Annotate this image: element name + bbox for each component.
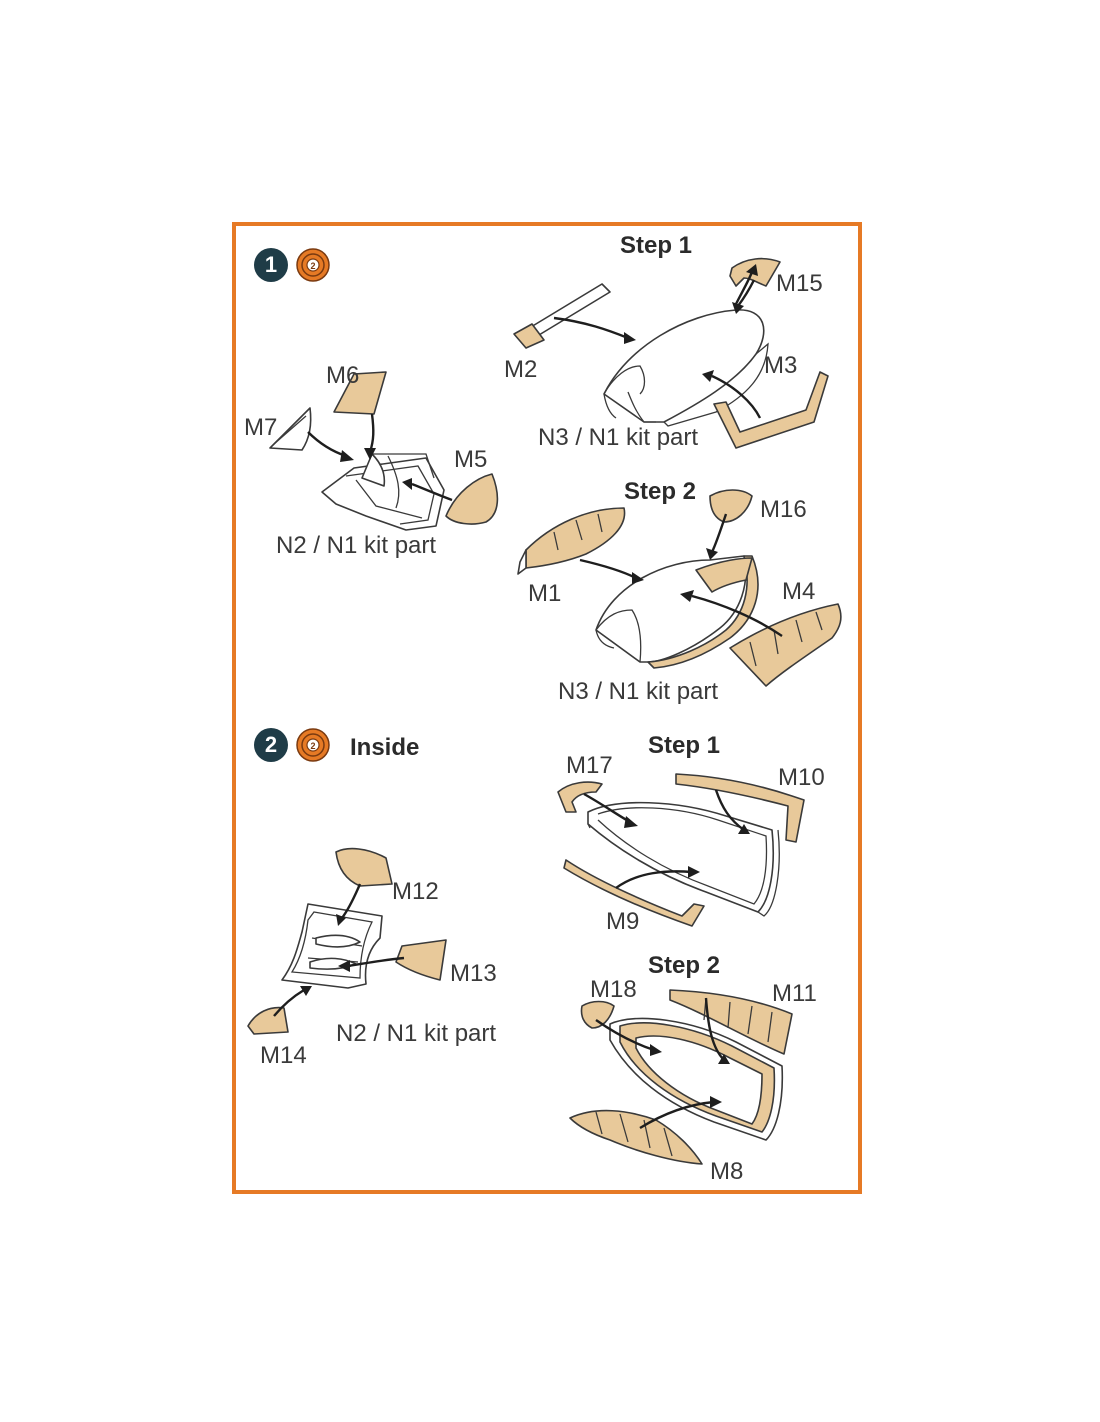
step1-title: Step 1 xyxy=(620,232,693,259)
label-m16: M16 xyxy=(760,496,807,523)
label-m18: M18 xyxy=(590,976,637,1003)
mask-m8 xyxy=(569,1109,703,1165)
label-m11: M11 xyxy=(772,980,817,1007)
label-m3: M3 xyxy=(764,352,798,379)
label-kit-inside: N2 / N1 kit part xyxy=(336,1020,497,1047)
arrow-m1 xyxy=(579,558,637,580)
arrow-m2 xyxy=(553,316,629,340)
arrow-m14 xyxy=(273,988,305,1017)
svg-text:2: 2 xyxy=(310,261,315,271)
kit-part-inside-step1 xyxy=(587,801,780,917)
n3-kit-part-step2 xyxy=(595,555,759,669)
label-kit-left: N2 / N1 kit part xyxy=(276,532,437,559)
label-kit-step2: N3 / N1 kit part xyxy=(558,678,719,705)
arrow-m11 xyxy=(704,997,725,1061)
mask-m18 xyxy=(580,1000,615,1029)
mask-target-icon: 2 xyxy=(296,728,330,762)
n3-kit-part-step1 xyxy=(603,309,769,427)
label-kit-step1: N3 / N1 kit part xyxy=(538,424,699,451)
mask-m12 xyxy=(335,847,393,887)
mask-m14 xyxy=(247,1006,289,1035)
label-m4: M4 xyxy=(782,578,816,605)
mask-m1 xyxy=(525,507,626,569)
mask-m16 xyxy=(709,489,753,523)
mask-m11 xyxy=(669,989,793,1055)
mask-m3 xyxy=(713,371,829,449)
arrow-m18 xyxy=(595,1019,655,1052)
arrow-m4 xyxy=(691,594,783,637)
label-m9: M9 xyxy=(606,908,640,935)
section-title-inside: Inside xyxy=(350,734,420,761)
arrow-m7 xyxy=(307,431,347,458)
n2-kit-part-left xyxy=(321,453,445,531)
label-m15: M15 xyxy=(776,270,823,297)
arrow-m13 xyxy=(347,956,405,968)
label-m7: M7 xyxy=(244,414,278,441)
label-m6: M6 xyxy=(326,362,360,389)
n2-kit-part-inside xyxy=(281,903,383,989)
step2-title: Step 2 xyxy=(624,478,697,505)
label-m13: M13 xyxy=(450,960,497,987)
mask-m4 xyxy=(729,603,842,687)
panel2-diagram xyxy=(247,773,805,1165)
mask-m6 xyxy=(333,371,387,415)
arrow-m8 xyxy=(639,1100,715,1130)
step-number-badge: 2 xyxy=(254,728,288,762)
instruction-panel-2: 2 2 Inside xyxy=(232,708,862,1194)
label-m2: M2 xyxy=(504,356,538,383)
inside-step2-title: Step 2 xyxy=(648,952,721,979)
arrow-m9 xyxy=(615,870,693,889)
step-number-badge: 1 xyxy=(254,248,288,282)
instruction-panel-1: 1 2 xyxy=(232,222,862,714)
label-m1: M1 xyxy=(528,580,562,607)
arrow-m15 xyxy=(737,279,756,307)
label-m5: M5 xyxy=(454,446,488,473)
mask-target-icon: 2 xyxy=(296,248,330,282)
mask-m10 xyxy=(675,773,805,843)
arrow-m6 xyxy=(368,413,375,453)
svg-text:2: 2 xyxy=(310,741,315,751)
arrow-m12 xyxy=(341,883,362,919)
mask-m17 xyxy=(557,781,603,813)
label-m10: M10 xyxy=(778,764,825,791)
label-m17: M17 xyxy=(566,752,613,779)
arrow-m5 xyxy=(411,482,453,502)
arrow-m10 xyxy=(714,789,745,831)
label-m12: M12 xyxy=(392,878,439,905)
label-m14: M14 xyxy=(260,1042,307,1069)
mask-m2-strip xyxy=(525,283,611,339)
inside-step1-title: Step 1 xyxy=(648,732,721,759)
arrow-m3 xyxy=(711,374,762,419)
mask-m9 xyxy=(563,859,705,927)
arrow-m16 xyxy=(710,513,728,553)
mask-m5 xyxy=(445,473,499,525)
panel1-diagram xyxy=(269,257,842,687)
mask-m2 xyxy=(513,323,545,349)
mask-m13 xyxy=(395,939,447,981)
label-m8: M8 xyxy=(710,1158,744,1185)
